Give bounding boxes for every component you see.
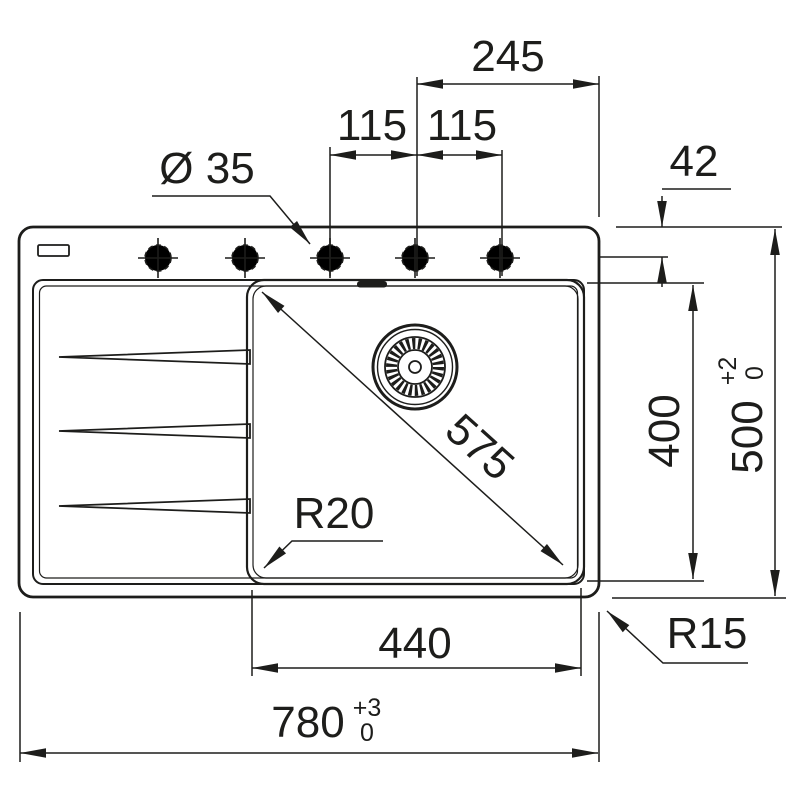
dim-780-label: 780 [271,698,344,747]
dim-r15: R15 [606,609,748,664]
leader-line [152,195,311,245]
bowl-outer-line [245,278,586,586]
tap-hole-2 [225,238,265,278]
dim-r20: R20 [263,489,383,569]
overflow-slot [357,281,387,288]
tap-hole-4 [395,238,435,278]
tap-hole-5 [480,238,520,278]
dim-500: 500 +2 0 [612,229,786,599]
dim-500-tolerance-lower: 0 [741,366,769,380]
dim-42: 42 [600,137,782,287]
dim-500-tolerance-upper: +2 [714,357,742,386]
dim-115-right: 115 [417,101,503,276]
tap-hole-1 [138,238,178,278]
r20-label: R20 [294,489,375,538]
dim-115-left: 115 [329,101,417,276]
dim-440-label: 440 [378,619,451,668]
dim-780-tolerance-upper: +3 [353,694,382,722]
dimension-line [261,291,564,566]
dim-400: 400 [587,282,704,582]
dim-780-tolerance-lower: 0 [360,719,374,747]
dim-400-label: 400 [640,394,689,467]
r15-label: R15 [667,609,748,658]
dim-245: 245 [416,32,600,276]
leader-line [263,540,383,569]
drainer-groove [58,349,251,365]
dim-780: 780 +3 0 [19,612,600,762]
hole-diameter-label: Ø 35 [159,144,254,193]
dim-440: 440 [251,588,582,676]
dim-500-label: 500 [723,400,772,473]
dim-42-label: 42 [670,137,719,186]
dim-245-label: 245 [471,32,544,81]
dim-115-right-label: 115 [427,101,497,150]
dim-hole-diameter: Ø 35 [152,144,311,245]
logo-plate [37,244,70,257]
dim-115-left-label: 115 [337,101,407,150]
drainer-groove [58,498,251,514]
recess-outer-line [32,279,585,585]
drainer-groove [58,423,251,439]
bowl-inner-line [252,285,579,579]
leader-line [606,610,748,664]
